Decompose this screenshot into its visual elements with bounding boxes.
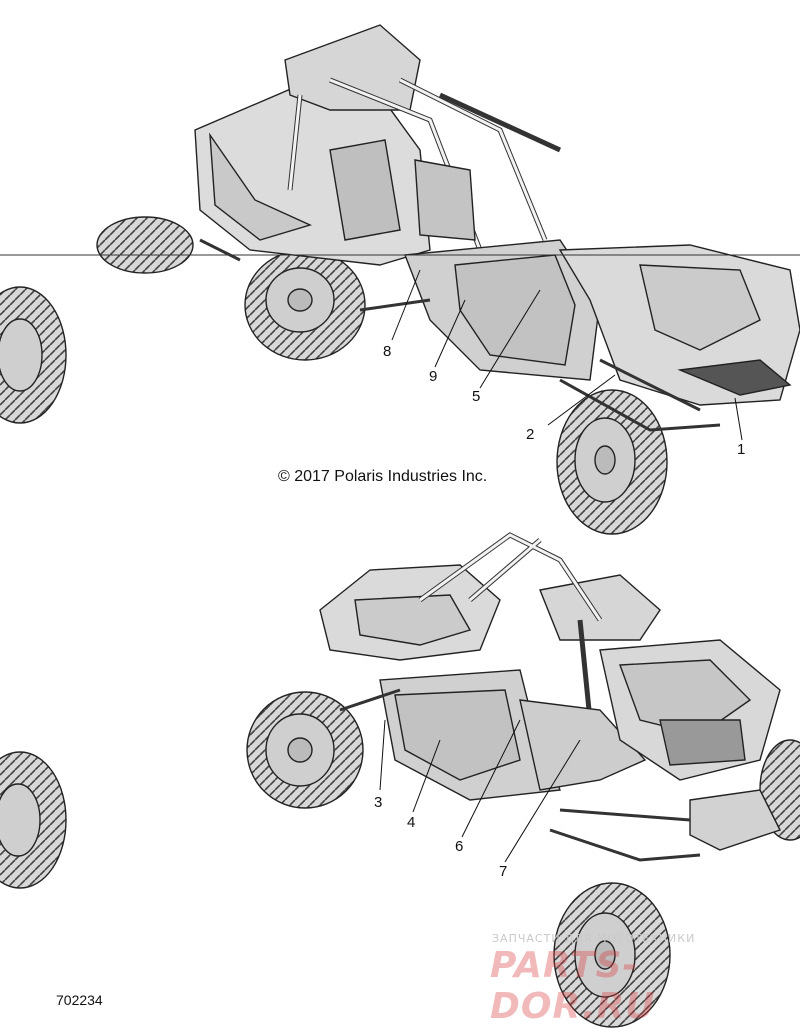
- utv-bottom-view-icon: [0, 532, 800, 1028]
- tire-mid-bottom: [246, 691, 364, 809]
- callout-4: 4: [407, 814, 416, 831]
- callout-9: 9: [429, 368, 438, 385]
- callout-1: 1: [737, 441, 746, 458]
- watermark-logo: PARTS-DOR.RU: [490, 945, 656, 1027]
- callout-3: 3: [374, 794, 383, 811]
- tire-front-top: [556, 389, 668, 535]
- tire-front-bottom: [553, 882, 671, 1028]
- leader-lines-top: [391, 269, 743, 441]
- callout-2: 2: [526, 426, 535, 443]
- utv-top-view-icon: [0, 24, 800, 535]
- callout-5: 5: [472, 388, 481, 405]
- watermark-subtitle: ЗАПЧАСТИ ДЛЯ МОТОТЕХНИКИ: [492, 932, 696, 945]
- tire-rear-top: [96, 216, 194, 274]
- leader-lines-bottom: [379, 719, 581, 863]
- figure-number: 702234: [56, 992, 103, 1008]
- callout-6: 6: [455, 838, 464, 855]
- tire-mid-top: [244, 249, 366, 361]
- callout-7: 7: [499, 863, 508, 880]
- copyright-text: © 2017 Polaris Industries Inc.: [278, 468, 488, 485]
- tire-left-top: [0, 286, 67, 424]
- callout-8: 8: [383, 343, 392, 360]
- tire-left-bottom: [0, 751, 67, 889]
